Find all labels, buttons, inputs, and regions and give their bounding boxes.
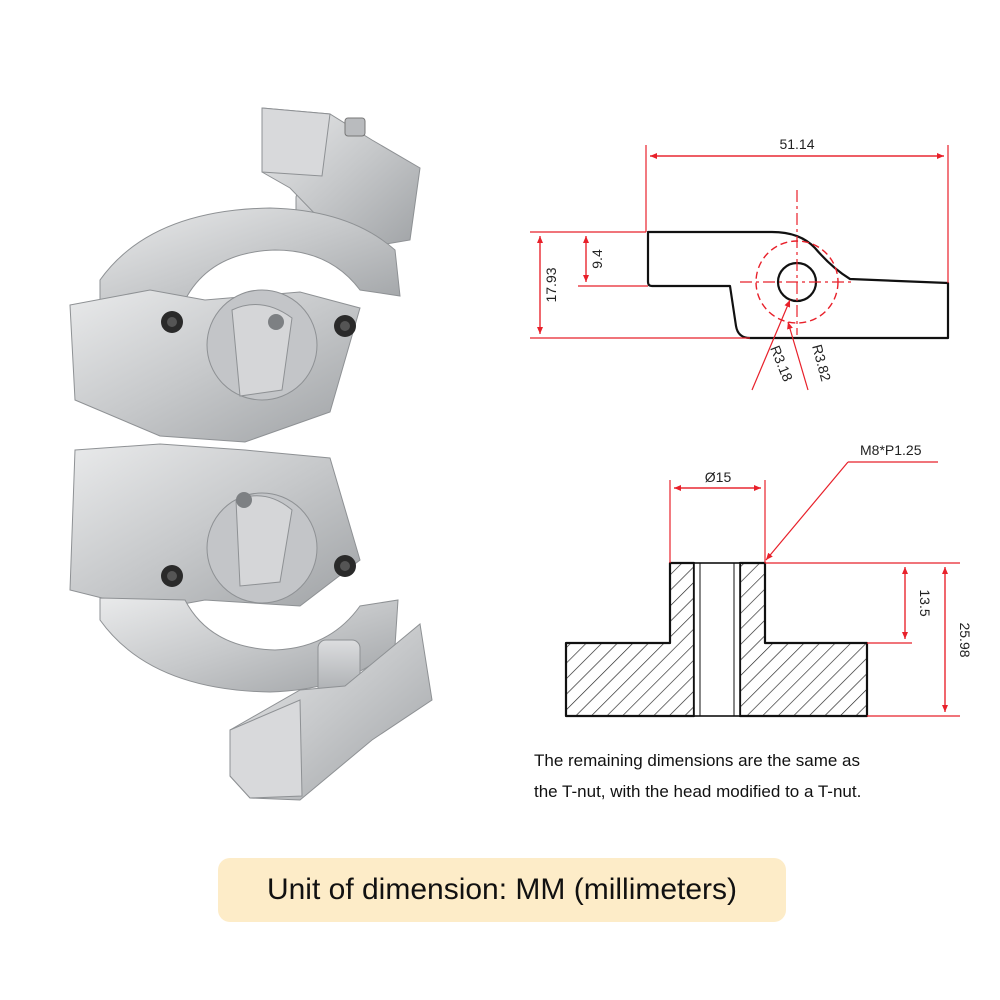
top-technical-drawing: 51.14 9.4 17.93 R3.18 R3.82 [530,136,950,391]
thread-spec-label: M8*P1.25 [860,442,922,458]
radius-small-label: R3.18 [767,343,796,384]
total-height-dimension-label-bottom: 25.98 [957,622,973,657]
dimension-note: The remaining dimensions are the same as… [534,751,861,801]
double-clamp-illustration [69,107,433,801]
diameter-dimension-label: Ø15 [705,469,732,485]
radius-large-label: R3.82 [809,343,834,383]
bottom-wing-knob [229,623,433,801]
bottom-technical-drawing: Ø15 M8*P1.25 13.5 25.98 [564,442,973,718]
note-line-1: The remaining dimensions are the same as [534,751,860,770]
threaded-bore [693,562,741,717]
total-height-dimension-label: 17.93 [543,267,559,302]
radius-small-leader [751,299,791,391]
unit-banner: Unit of dimension: MM (millimeters) [218,858,786,922]
inner-height-dimension-label: 9.4 [589,249,605,269]
upper-clamp-jaw [69,207,401,443]
t-nut-section [564,561,696,718]
note-line-2: the T-nut, with the head modified to a T… [534,782,861,801]
thread-leader-line [765,461,849,561]
head-height-dimension-label: 13.5 [917,589,933,616]
radius-large-leader [787,321,809,391]
width-dimension-label: 51.14 [779,136,814,152]
